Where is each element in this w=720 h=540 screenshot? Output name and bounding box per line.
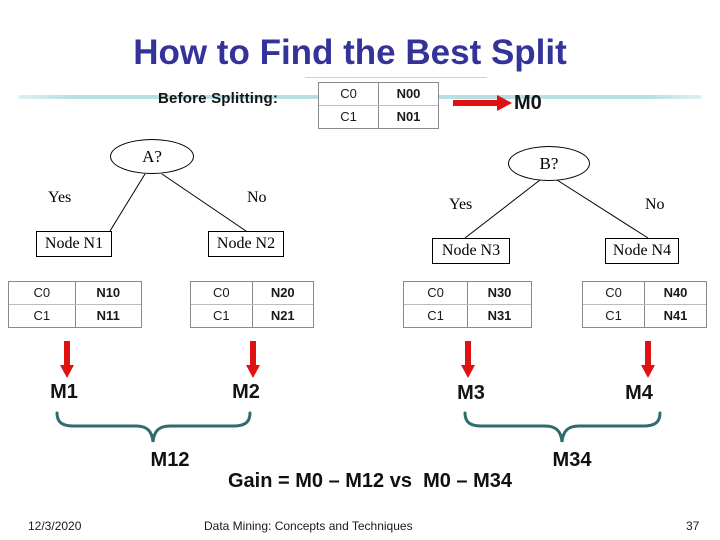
tree-a-yes-label: Yes — [48, 189, 72, 206]
table-row: C1 N21 — [191, 304, 313, 327]
footer-date: 12/3/2020 — [28, 519, 82, 533]
node-n1-label: Node N1 — [44, 235, 104, 252]
table-row: C0 N20 — [191, 282, 313, 304]
arrow-down-icon — [641, 341, 655, 378]
table-row: C0 N40 — [583, 282, 706, 304]
table-cell-class: C0 — [404, 282, 468, 304]
node-n1-box: Node N1 — [36, 231, 112, 257]
divider-line — [305, 77, 487, 78]
node-n2-label: Node N2 — [216, 235, 276, 252]
brace-m34 — [463, 411, 662, 443]
node-n4-label: Node N4 — [612, 242, 672, 259]
table-cell-class: C1 — [191, 305, 253, 327]
tree-b-root-label: B? — [539, 153, 559, 173]
node-n4-table: C0 N40 C1 N41 — [582, 281, 707, 328]
arrow-down-icon — [246, 341, 260, 378]
tree-b-root-node: B? — [508, 146, 590, 181]
node-n3-box: Node N3 — [432, 238, 510, 264]
page-title: How to Find the Best Split — [133, 33, 567, 72]
group-measure-m34: M34 — [552, 449, 592, 471]
tree-b-yes-connector-line — [464, 179, 541, 239]
table-row: C1 N41 — [583, 304, 706, 327]
table-row: C0 N30 — [404, 282, 531, 304]
table-cell-class: C0 — [9, 282, 76, 304]
footer-title: Data Mining: Concepts and Techniques — [204, 519, 413, 533]
tree-a-root-label: A? — [142, 146, 162, 166]
tree-b-no-connector-line — [556, 179, 649, 239]
table-cell-count: N11 — [96, 308, 120, 323]
table-row: C1 N01 — [319, 105, 438, 128]
table-cell-count: N40 — [663, 285, 688, 300]
measure-m3: M3 — [457, 382, 485, 404]
table-cell-count: N10 — [96, 285, 121, 300]
node-n1-table: C0 N10 C1 N11 — [8, 281, 142, 328]
measure-m4: M4 — [625, 382, 653, 404]
tree-b-yes-label: Yes — [449, 196, 473, 213]
before-splitting-label: Before Splitting: — [158, 90, 279, 107]
measure-m2: M2 — [232, 381, 260, 403]
table-cell-class: C1 — [9, 305, 76, 327]
node-n3-label: Node N3 — [441, 242, 501, 259]
table-row: C1 N11 — [9, 304, 141, 327]
node-n2-box: Node N2 — [208, 231, 284, 257]
table-cell-class: C0 — [319, 83, 379, 105]
table-row: C1 N31 — [404, 304, 531, 327]
table-cell-class: C1 — [583, 305, 645, 327]
node-n4-box: Node N4 — [605, 238, 679, 264]
page-number: 37 — [686, 519, 700, 533]
tree-a-yes-connector-line — [109, 173, 146, 232]
table-cell-count: N01 — [396, 109, 421, 124]
gain-formula: Gain = M0 – M12 vs M0 – M34 — [227, 470, 513, 492]
tree-a-no-connector-line — [161, 173, 247, 232]
table-cell-count: N20 — [270, 285, 295, 300]
table-cell-count: N00 — [396, 86, 421, 101]
arrow-down-icon — [60, 341, 74, 378]
group-measure-m12: M12 — [150, 449, 190, 471]
measure-m1: M1 — [50, 381, 78, 403]
table-cell-class: C0 — [191, 282, 253, 304]
node-n3-table: C0 N30 C1 N31 — [403, 281, 532, 328]
table-cell-count: N31 — [487, 308, 512, 323]
tree-b-no-label: No — [645, 196, 665, 213]
node-n2-table: C0 N20 C1 N21 — [190, 281, 314, 328]
table-cell-count: N30 — [487, 285, 512, 300]
table-cell-class: C1 — [404, 305, 468, 327]
table-row: C0 N00 — [319, 83, 438, 105]
table-cell-class: C1 — [319, 106, 379, 128]
table-cell-class: C0 — [583, 282, 645, 304]
tree-a-no-label: No — [247, 189, 267, 206]
before-splitting-table: C0 N00 C1 N01 — [318, 82, 439, 129]
table-cell-count: N41 — [663, 308, 688, 323]
arrow-down-icon — [461, 341, 475, 378]
measure-m0: M0 — [514, 92, 542, 114]
table-row: C0 N10 — [9, 282, 141, 304]
tree-a-root-node: A? — [110, 139, 194, 174]
table-cell-count: N21 — [270, 308, 295, 323]
brace-m12 — [55, 411, 252, 443]
